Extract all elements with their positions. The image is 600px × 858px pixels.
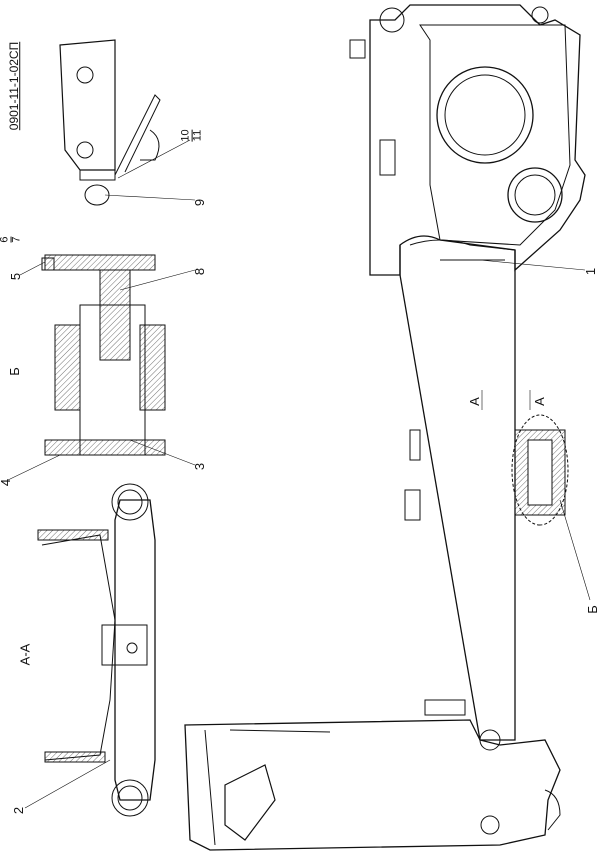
callout-9: 9 <box>192 198 208 207</box>
section-mark-a-top: А <box>466 397 482 406</box>
callout-5: 5 <box>8 272 24 281</box>
callout-11: 11 <box>191 129 204 142</box>
callout-3: 3 <box>192 462 208 471</box>
callout-7: 7 <box>10 236 23 243</box>
callout-4: 4 <box>0 479 13 486</box>
document-code: 0901-11-1-02СП <box>7 41 22 131</box>
section-aa-view <box>37 483 156 817</box>
section-mark-a-bottom: А <box>531 397 547 406</box>
callout-1: 1 <box>583 267 599 276</box>
section-aa-title: А-А <box>17 643 33 666</box>
main-frame-view <box>184 4 586 851</box>
detail-b-title: Б <box>6 367 22 376</box>
leader-lines <box>7 139 591 809</box>
detail-b-callout: Б <box>584 605 600 614</box>
callout-8: 8 <box>192 267 208 276</box>
hitch-view <box>59 39 161 206</box>
detail-b-view <box>41 254 166 456</box>
callout-2: 2 <box>11 806 27 815</box>
callout-6-7: 67 <box>0 236 23 243</box>
